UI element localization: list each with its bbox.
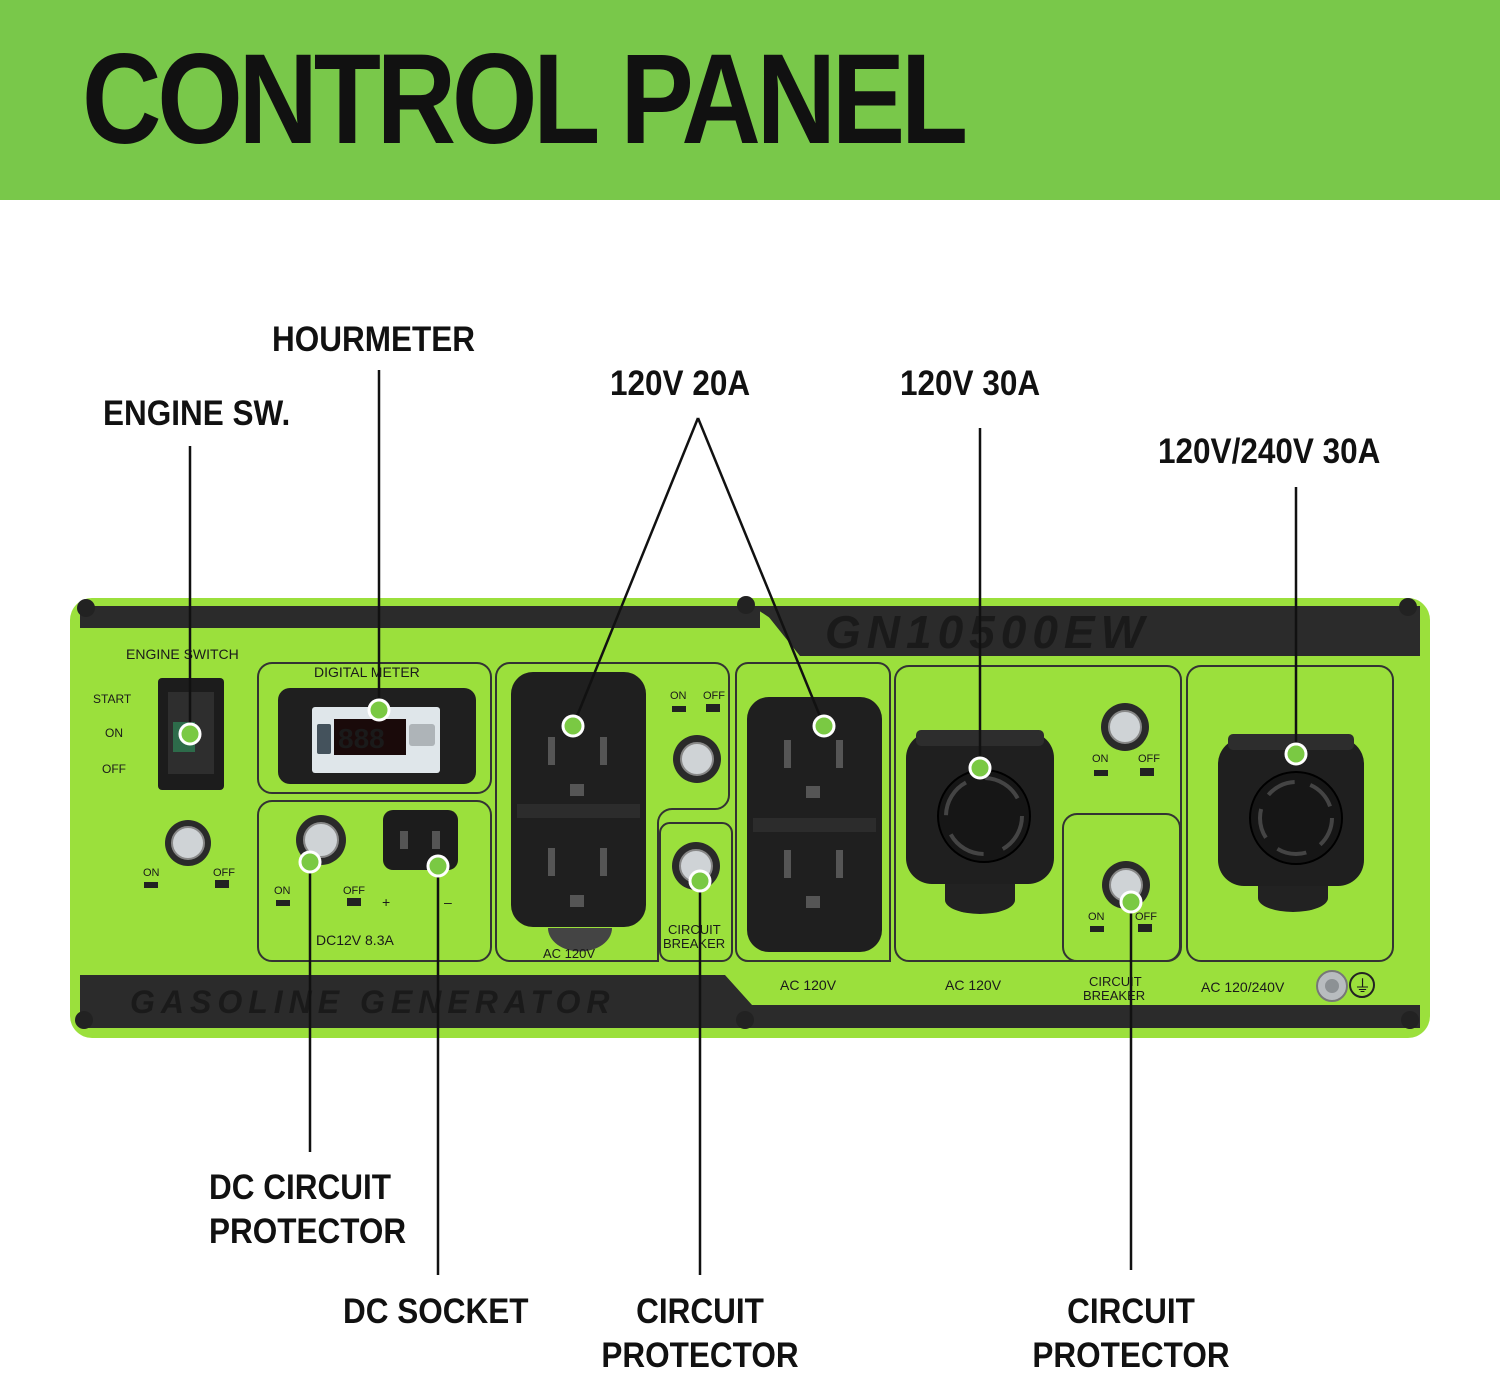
off-label: OFF	[703, 690, 725, 702]
circuit-protector-callout-2: CIRCUIT PROTECTOR	[1032, 1290, 1230, 1378]
circuit-breaker-button-a[interactable]	[673, 735, 721, 783]
engine-switch-label: ENGINE SWITCH	[126, 646, 239, 662]
ac120-240v-label: AC 120/240V	[1201, 979, 1285, 995]
breaker-label-2: BREAKER	[1083, 988, 1145, 1003]
breaker-label-1: BREAKER	[663, 936, 725, 951]
circuit-protector-2-line1: CIRCUIT	[1067, 1292, 1195, 1331]
outlet-240v-callout: 120V/240V 30A	[1158, 432, 1381, 471]
minus-sign: –	[444, 894, 452, 910]
off-label: OFF	[1138, 753, 1160, 765]
outlet-120v-30a[interactable]	[906, 730, 1054, 914]
on-label: ON	[143, 867, 160, 879]
breaker-box-1	[659, 822, 733, 962]
ac120v-label-3: AC 120V	[945, 977, 1002, 993]
page-title: CONTROL PANEL	[82, 28, 968, 171]
dc-box	[257, 800, 492, 962]
outlet-20a-callout: 120V 20A	[610, 364, 751, 403]
ground-terminal[interactable]	[1316, 970, 1348, 1002]
circuit-protector-1-line2: PROTECTOR	[601, 1336, 799, 1375]
circuit-label-2: CIRCUIT	[1089, 974, 1142, 989]
circuit-protector-1-line1: CIRCUIT	[636, 1292, 764, 1331]
circuit-breaker-button-b[interactable]	[1101, 703, 1149, 751]
circuit-protector-callout-1: CIRCUIT PROTECTOR	[601, 1290, 799, 1378]
callout-dots	[178, 698, 1308, 914]
on-label: ON	[1088, 911, 1105, 923]
dc-rating-label: DC12V 8.3A	[316, 932, 394, 948]
breaker-box-2	[1062, 813, 1181, 962]
on-label: ON	[670, 690, 687, 702]
ground-icon: ⏚	[1354, 977, 1371, 996]
panel-screws	[75, 596, 1419, 1029]
outlet-box-1	[495, 662, 730, 962]
model-band	[760, 606, 1420, 656]
hourmeter-callout: HOURMETER	[272, 320, 476, 359]
digital-meter-label: DIGITAL METER	[314, 664, 420, 680]
outlet-120v-20a-1[interactable]	[511, 672, 646, 952]
on-label: ON	[1092, 753, 1109, 765]
outlet-box-3	[894, 665, 1182, 962]
header-banner	[0, 0, 1500, 200]
meter-box	[257, 662, 492, 794]
off-label: OFF	[1135, 911, 1157, 923]
generator-type-label: GASOLINE GENERATOR	[130, 984, 616, 1020]
dc-circuit-protector-line1: DC CIRCUIT	[209, 1168, 391, 1207]
outlet-box-2	[735, 662, 891, 962]
model-name: GN10500EW	[825, 606, 1150, 658]
engine-sw-callout: ENGINE SW.	[103, 394, 291, 433]
start-label: START	[93, 692, 132, 706]
dc-circuit-protector-callout: DC CIRCUIT PROTECTOR	[209, 1166, 406, 1254]
off-label: OFF	[102, 762, 126, 776]
outlet-30a-callout: 120V 30A	[900, 364, 1041, 403]
on-label: ON	[105, 726, 123, 740]
meter-reading: 888	[338, 723, 385, 754]
off-label: OFF	[343, 885, 365, 897]
outlet-box-4	[1186, 665, 1394, 962]
off-label: OFF	[213, 867, 235, 879]
ac120v-label-2: AC 120V	[780, 977, 837, 993]
circuit-protector-2-line2: PROTECTOR	[1032, 1336, 1230, 1375]
panel-bottom-band	[80, 975, 1420, 1028]
circuit-label-1: CIRCUIT	[668, 922, 721, 937]
on-label: ON	[274, 885, 291, 897]
dc-socket-callout: DC SOCKET	[343, 1292, 529, 1331]
outlet-120v-20a-2[interactable]	[747, 697, 882, 952]
ac120v-label-1: AC 120V	[543, 946, 595, 961]
leader-lines	[188, 370, 1298, 1275]
dc-circuit-protector-line2: PROTECTOR	[209, 1212, 407, 1251]
engine-breaker-button[interactable]	[165, 820, 211, 866]
outlet-120v-240v-30a[interactable]	[1218, 734, 1364, 912]
plus-sign: +	[382, 894, 390, 910]
